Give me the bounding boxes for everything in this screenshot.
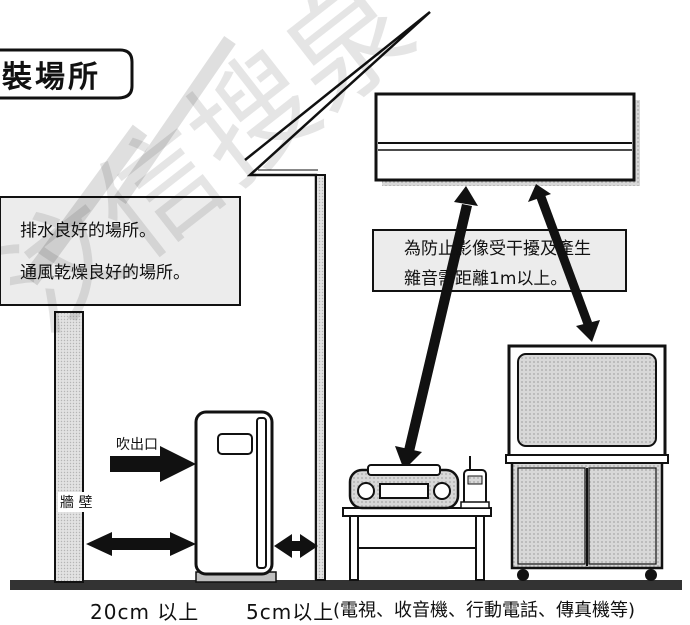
other-clearance-label: 5cm以上 (246, 600, 335, 624)
cordless-phone (460, 456, 490, 509)
drainage-note-line2: 通風乾燥良好的場所。 (20, 263, 190, 283)
page-title: 裝場所 (2, 60, 101, 95)
drainage-note-line1: 排水良好的場所。 (20, 221, 156, 241)
outdoor-unit-side (256, 417, 267, 569)
table-leg-right (475, 515, 485, 581)
radio (348, 464, 460, 510)
tv-stand-wheel-left (517, 569, 529, 581)
wall-clearance-label: 20cm 以上 (90, 600, 200, 624)
interference-note-box (372, 229, 627, 292)
arrow-to-tv (528, 184, 600, 342)
tv-stand-door-right (588, 467, 657, 565)
tv-screen (517, 353, 657, 447)
partition-clearance-arrow (274, 534, 318, 558)
tv-stand-wheel-right (645, 569, 657, 581)
table-leg-left (349, 515, 359, 581)
outdoor-unit-panel (217, 433, 253, 455)
watermark-strokes (22, 36, 236, 286)
appliances-label: (電視、收音機、行動電話、傳真機等) (333, 600, 636, 621)
wall-label: 牆 壁 (58, 492, 95, 512)
tv-base (505, 454, 669, 464)
wall-pillar (54, 311, 84, 583)
interference-note-line1: 為防止影像受干擾及產生 (404, 239, 591, 259)
wall-clearance-arrow (86, 532, 196, 556)
tv-stand-door-left (517, 467, 586, 565)
outlet-arrow (110, 446, 196, 482)
arrow-to-radio (395, 186, 478, 470)
partition-wall (315, 174, 326, 581)
interference-note-line2: 雜音需距離1m以上。 (404, 269, 568, 289)
title-bracket (0, 48, 134, 100)
outdoor-unit (194, 410, 274, 576)
floor (10, 580, 682, 590)
indoor-unit (374, 92, 636, 182)
outlet-label: 吹出口 (116, 437, 158, 453)
drainage-note-box (0, 196, 241, 306)
